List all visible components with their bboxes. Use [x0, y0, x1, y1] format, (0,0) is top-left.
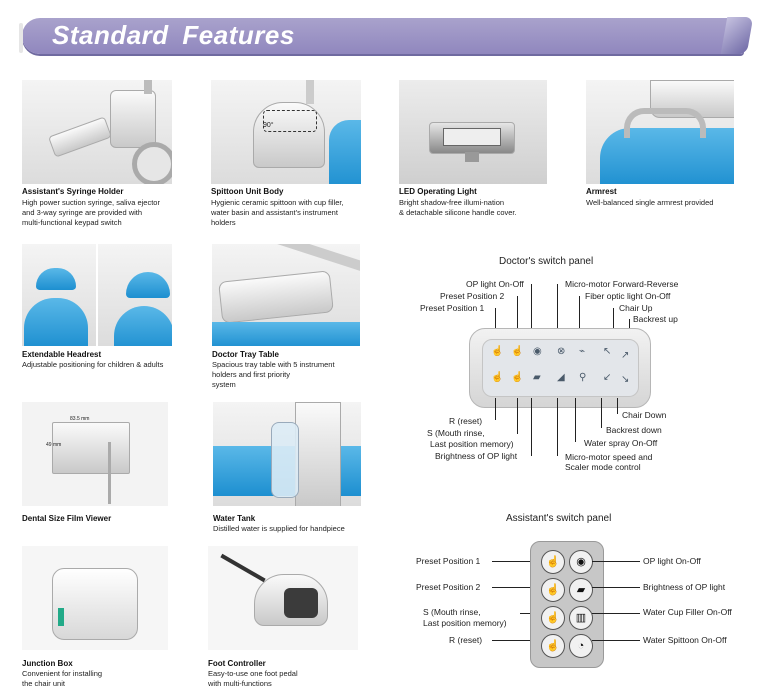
preset-1-key-icon[interactable]: ☝ [491, 346, 504, 357]
label-water-spray: Water spray On-Off [584, 438, 658, 448]
feature-desc: Distilled water is supplied for handpiec… [213, 524, 345, 533]
photo-junction-box [22, 546, 168, 650]
a-preset-2-button[interactable]: ☝ [541, 578, 565, 602]
brightness-key-icon[interactable]: ▰ [533, 372, 541, 383]
label-reset: R (reset) [449, 416, 483, 426]
feature-title: Water Tank [213, 514, 256, 523]
label-brightness: Brightness of OP light [435, 451, 518, 461]
op-light-key-icon[interactable]: ◉ [533, 346, 542, 357]
label-micromotor-fr: Micro-motor Forward-Reverse [565, 279, 679, 289]
banner-tail [720, 17, 754, 54]
photo-tray-table [212, 244, 360, 346]
height-label: 49 mm [46, 442, 62, 448]
assistant-panel-title: Assistant's switch panel [506, 513, 612, 524]
feature-title: Extendable Headrest [22, 350, 102, 359]
label-preset-1: Preset Position 1 [420, 303, 485, 313]
page-title: Standard Features [52, 20, 295, 50]
feature-desc: Well-balanced single armrest provided [586, 198, 714, 207]
label-a-reset: R (reset) [449, 635, 483, 645]
chair-down-key-icon[interactable]: ↘ [621, 374, 630, 385]
photo-headrest [22, 244, 172, 346]
feature-title: LED Operating Light [399, 187, 477, 196]
photo-syringe-holder [22, 80, 172, 184]
label-a-brightness: Brightness of OP light [643, 582, 726, 592]
header-banner: Standard Features [19, 17, 754, 54]
speed-key-icon[interactable]: ◢ [557, 372, 565, 383]
photo-spittoon-unit: 90° [211, 80, 361, 184]
angle-label: 90° [263, 122, 274, 129]
label-last-position: Last position memory) [430, 439, 514, 449]
reset-key-icon[interactable]: ☝ [491, 372, 504, 383]
chair-up-key-icon[interactable]: ↖ [603, 346, 612, 357]
feature-desc: High power suction syringe, saliva eject… [22, 198, 160, 227]
a-spittoon-button[interactable]: ◔ [569, 634, 593, 658]
a-reset-button[interactable]: ☝ [541, 634, 565, 658]
backrest-down-key-icon[interactable]: ↙ [603, 372, 612, 383]
feature-desc: Bright shadow-free illumi-nation& detach… [399, 198, 517, 217]
label-backrest-up: Backrest up [633, 314, 678, 324]
label-a-preset-2: Preset Position 2 [416, 582, 481, 592]
label-fiber-optic: Fiber optic light On-Off [585, 291, 671, 301]
label-chair-down: Chair Down [622, 410, 667, 420]
photo-led-light [399, 80, 547, 184]
label-a-spittoon: Water Spittoon On-Off [643, 635, 727, 645]
feature-desc: Hygienic ceramic spittoon with cup fille… [211, 198, 344, 227]
feature-title: Junction Box [22, 659, 73, 668]
backrest-up-key-icon[interactable]: ↗ [621, 350, 630, 361]
a-op-light-button[interactable]: ◉ [569, 550, 593, 574]
photo-armrest [586, 80, 734, 184]
feature-title: Doctor Tray Table [212, 350, 279, 359]
fiber-optic-key-icon[interactable]: ⌁ [579, 346, 586, 357]
label-micromotor-speed: Micro-motor speed and [565, 452, 653, 462]
label-op-light: OP light On-Off [466, 279, 524, 289]
label-a-last-position: Last position memory) [423, 618, 507, 628]
label-preset-2: Preset Position 2 [440, 291, 505, 301]
width-label: 83.5 mm [70, 416, 90, 422]
assistant-switch-panel: ☝ ◉ ☝ ▰ ☝ ▥ ☝ ◔ [530, 541, 604, 668]
label-a-op-light: OP light On-Off [643, 556, 701, 566]
label-mouth-rinse: S (Mouth rinse, [427, 428, 485, 438]
label-backrest-down: Backrest down [606, 425, 662, 435]
feature-desc: Adjustable positioning for children & ad… [22, 360, 164, 369]
preset-2-key-icon[interactable]: ☝ [511, 346, 524, 357]
label-a-mouth-rinse: S (Mouth rinse, [423, 607, 481, 617]
feature-title: Spittoon Unit Body [211, 187, 284, 196]
doctor-panel-title: Doctor's switch panel [499, 256, 594, 267]
a-brightness-button[interactable]: ▰ [569, 578, 593, 602]
photo-foot-controller [208, 546, 358, 650]
water-spray-key-icon[interactable]: ⚲ [579, 372, 587, 383]
feature-title: Armrest [586, 187, 617, 196]
doctor-switch-panel: ☝ ☝ ◉ ⊗ ⌁ ↖ ↗ ☝ ☝ ▰ ◢ ⚲ ↙ ↘ [469, 328, 651, 408]
feature-title: Assistant's Syringe Holder [22, 187, 124, 196]
a-cup-filler-button[interactable]: ▥ [569, 606, 593, 630]
a-preset-1-button[interactable]: ☝ [541, 550, 565, 574]
label-scaler-mode: Scaler mode control [565, 462, 641, 472]
feature-title: Foot Controller [208, 659, 266, 668]
photo-water-tank [213, 402, 361, 506]
mouth-rinse-key-icon[interactable]: ☝ [511, 372, 524, 383]
label-a-cup-filler: Water Cup Filler On-Off [643, 607, 732, 617]
label-chair-up: Chair Up [619, 303, 653, 313]
label-a-preset-1: Preset Position 1 [416, 556, 481, 566]
feature-title: Dental Size Film Viewer [22, 514, 112, 523]
a-mouth-rinse-button[interactable]: ☝ [541, 606, 565, 630]
micromotor-key-icon[interactable]: ⊗ [557, 346, 566, 357]
photo-film-viewer: 83.5 mm 49 mm [22, 402, 168, 506]
